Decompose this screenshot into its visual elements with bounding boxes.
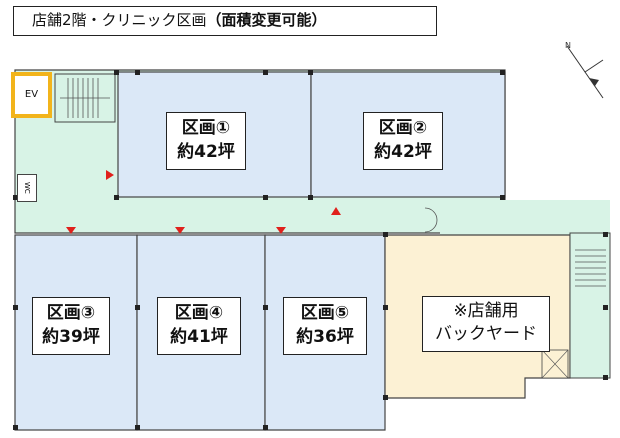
column-markers — [13, 70, 608, 430]
restroom-box: WC — [17, 174, 37, 202]
top-stair-treads — [60, 78, 110, 118]
unit-2-name: 区画② — [378, 118, 428, 138]
unit-2-label: 区画② 約42坪 — [363, 112, 443, 170]
storage-cross — [541, 349, 569, 379]
backyard-label: ※店舗用 バックヤード — [422, 296, 550, 352]
arrow-unit-4 — [175, 227, 185, 234]
door-arc — [424, 219, 438, 233]
unit-4-name: 区画④ — [174, 303, 224, 323]
page-title: 店舗2階・クリニック区画（面積変更可能） — [13, 6, 437, 36]
arrow-unit-2 — [331, 207, 341, 215]
elevator-label: EV — [24, 89, 39, 100]
compass-label: N — [565, 41, 571, 50]
entrance-arrows — [66, 170, 341, 234]
title-main: 店舗2階・クリニック区画 — [32, 11, 207, 29]
corridor-right — [440, 200, 610, 235]
unit-5-label: 区画⑤ 約36坪 — [283, 297, 367, 355]
unit-5-area-size: 約36坪 — [296, 327, 354, 347]
unit-5-name: 区画⑤ — [300, 303, 350, 323]
backyard-line1: ※店舗用 — [453, 301, 519, 321]
north-compass: N — [565, 41, 604, 99]
arrow-unit-1 — [106, 170, 114, 180]
restroom-label: WC — [23, 182, 31, 194]
right-stair-treads — [575, 249, 606, 287]
unit-3-name: 区画③ — [46, 303, 96, 323]
unit-1-area-size: 約42坪 — [177, 142, 235, 162]
unit-3-area-size: 約39坪 — [42, 327, 100, 347]
arrow-unit-3 — [66, 227, 76, 234]
arrow-unit-5 — [276, 227, 286, 234]
backyard-line2: バックヤード — [435, 324, 537, 344]
unit-1-name: 区画① — [181, 118, 231, 138]
unit-3-label: 区画③ 約39坪 — [32, 297, 110, 355]
door-arc — [424, 207, 438, 221]
unit-4-area-size: 約41坪 — [170, 327, 228, 347]
elevator-box: EV — [11, 72, 52, 118]
title-note: （面積変更可能） — [206, 11, 327, 29]
unit-2-area-size: 約42坪 — [374, 142, 432, 162]
unit-4-label: 区画④ 約41坪 — [157, 297, 241, 355]
unit-1-label: 区画① 約42坪 — [166, 112, 246, 170]
